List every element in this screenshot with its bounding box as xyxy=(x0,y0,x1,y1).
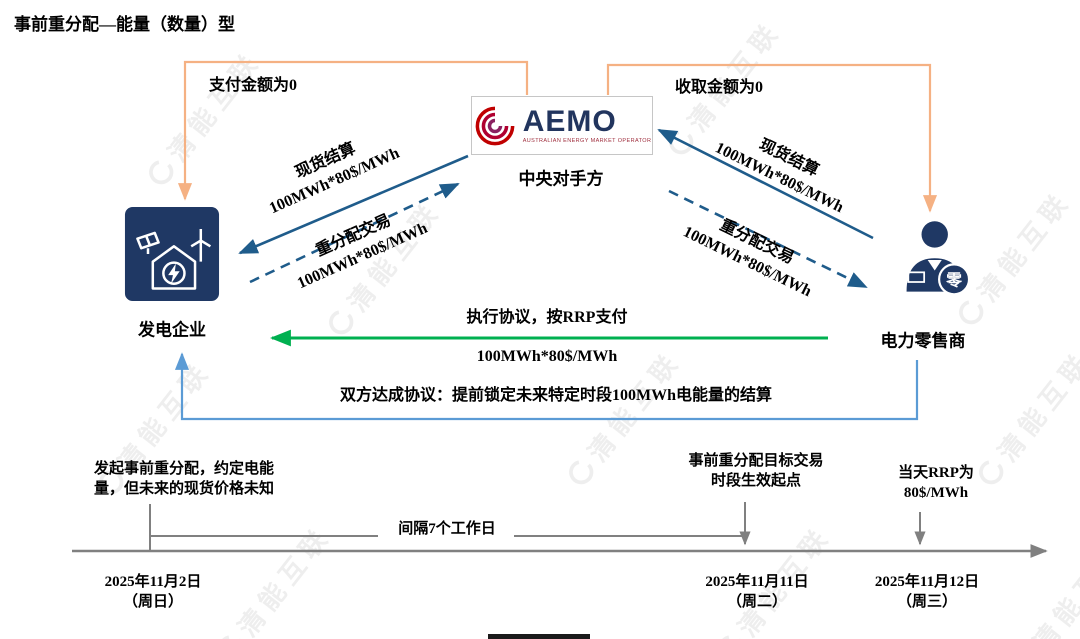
event-date-text: 2025年11月12日 xyxy=(874,573,980,590)
banknote-icon xyxy=(907,271,926,283)
tsintergy-logo-icon xyxy=(568,460,593,484)
tsintergy-logo-icon xyxy=(668,130,693,154)
event-weekday-text: （周二） xyxy=(726,594,788,610)
redistribution-right-label: 重分配交易 100MWh*80$/MWh xyxy=(679,202,824,302)
tsintergy-logo-icon xyxy=(148,160,173,184)
receive-zero-label: 收取金额为0 xyxy=(674,79,764,97)
event-note-nov12: 当天RRP为 80$/MWh xyxy=(898,463,974,504)
execute-agreement-amount: 100MWh*80$/MWh xyxy=(476,348,618,366)
retailer-person-icon: 零 xyxy=(906,221,971,296)
watermark-text: 清能互联 xyxy=(1027,534,1080,639)
watermark: 清能互联 xyxy=(1002,532,1080,639)
event-note-line: 发起事前重分配，约定电能 xyxy=(93,460,275,477)
spot-settlement-right-label: 现货结算 100MWh*80$/MWh xyxy=(711,118,856,218)
watermark-text: 清能互联 xyxy=(972,184,1078,308)
gap-label: 间隔7个工作日 xyxy=(398,520,496,537)
event-date-text: 2025年11月2日 xyxy=(104,573,202,590)
page-title: 事前重分配—能量（数量）型 xyxy=(14,15,235,34)
tsintergy-logo-icon xyxy=(328,310,353,334)
aemo-swirl-icon xyxy=(475,106,515,145)
aemo-logo: AEMO AUSTRALIAN ENERGY MARKET OPERATOR xyxy=(471,96,653,155)
event-note-line: 量，但未来的现货价格未知 xyxy=(93,481,275,497)
event-weekday-text: （周三） xyxy=(896,594,957,610)
reach-agreement-label: 双方达成协议：提前锁定未来特定时段100MWh电能量的结算 xyxy=(339,387,773,405)
retailer-badge: 零 xyxy=(945,272,962,290)
event-note-line: 时段生效起点 xyxy=(710,473,802,489)
watermark-text: 清能互联 xyxy=(992,344,1080,468)
watermark-text: 清能互联 xyxy=(162,44,268,168)
event-note-line: 当天RRP为 xyxy=(898,464,974,481)
watermark: 清能互联 xyxy=(137,42,268,196)
event-date-nov11: 2025年11月11日 （周二） xyxy=(705,572,808,613)
power-plant-icon xyxy=(124,206,220,302)
aemo-wordmark: AEMO AUSTRALIAN ENERGY MARKET OPERATOR xyxy=(522,104,652,145)
tsintergy-logo-icon xyxy=(978,460,1003,484)
generator-label: 发电企业 xyxy=(138,320,206,340)
execute-agreement-title: 执行协议，按RRP支付 xyxy=(466,309,628,327)
event-date-nov2: 2025年11月2日 （周日） xyxy=(105,572,202,613)
redistribution-left-label: 重分配交易 100MWh*80$/MWh xyxy=(285,198,431,295)
tsintergy-logo-icon xyxy=(718,635,743,639)
lightning-bolt-icon xyxy=(168,263,180,284)
aemo-name: AEMO xyxy=(522,104,617,138)
tsintergy-logo-icon xyxy=(218,635,243,639)
aemo-tagline: AUSTRALIAN ENERGY MARKET OPERATOR xyxy=(522,137,652,144)
bottom-edge-bar xyxy=(488,634,590,639)
pay-zero-label: 支付金额为0 xyxy=(208,77,298,95)
spot-settlement-left-label: 现货结算 100MWh*80$/MWh xyxy=(257,123,403,220)
event-note-line: 80$/MWh xyxy=(903,485,969,501)
watermark: 清能互联 xyxy=(207,517,338,639)
watermark-text: 清能互联 xyxy=(232,519,338,639)
watermark: 清能互联 xyxy=(967,342,1080,496)
event-date-nov12: 2025年11月12日 （周三） xyxy=(875,572,979,613)
event-note-line: 事前重分配目标交易 xyxy=(688,452,824,469)
central-counterparty-label: 中央对手方 xyxy=(518,169,604,189)
event-weekday-text: （周日） xyxy=(122,594,183,610)
event-note-nov2: 发起事前重分配，约定电能 量，但未来的现货价格未知 xyxy=(94,459,274,500)
retailer-label: 电力零售商 xyxy=(880,331,966,351)
event-date-text: 2025年11月11日 xyxy=(705,573,809,590)
event-note-nov11: 事前重分配目标交易 时段生效起点 xyxy=(688,451,823,492)
